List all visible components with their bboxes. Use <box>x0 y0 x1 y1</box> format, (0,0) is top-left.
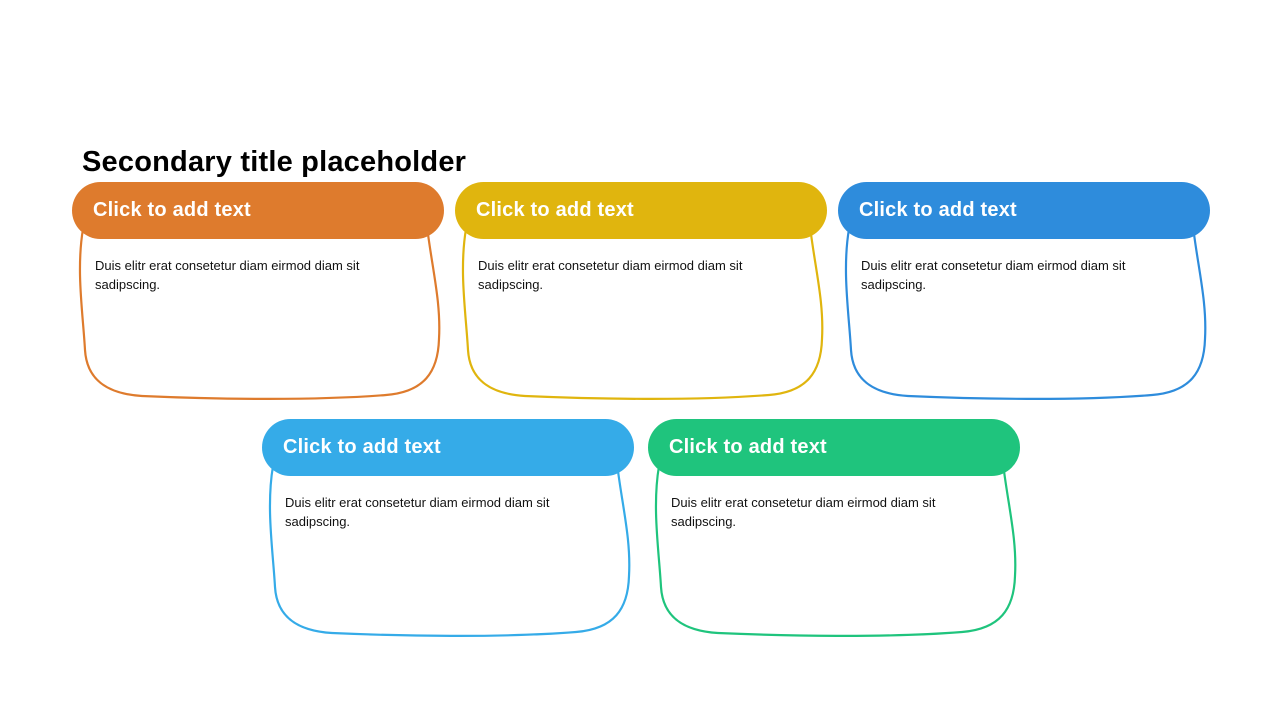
card-4-header-pill[interactable]: Click to add text <box>262 419 634 476</box>
card-5-header-label: Click to add text <box>669 436 827 458</box>
card-4-header-label: Click to add text <box>283 436 441 458</box>
card-5-body-text[interactable]: Duis elitr erat consetetur diam eirmod d… <box>671 495 936 529</box>
card-2-body-text[interactable]: Duis elitr erat consetetur diam eirmod d… <box>478 258 743 292</box>
card-1-header-pill[interactable]: Click to add text <box>72 182 444 239</box>
card-2-header-label: Click to add text <box>476 199 634 221</box>
card-5: Click to add text Duis elitr erat conset… <box>648 419 1020 641</box>
card-4-body-text[interactable]: Duis elitr erat consetetur diam eirmod d… <box>285 495 550 529</box>
card-4: Click to add text Duis elitr erat conset… <box>262 419 634 641</box>
card-1-header-label: Click to add text <box>93 199 251 221</box>
card-3-header-pill[interactable]: Click to add text <box>838 182 1210 239</box>
card-2-header-pill[interactable]: Click to add text <box>455 182 827 239</box>
card-1: Click to add text Duis elitr erat conset… <box>72 182 444 404</box>
card-1-body-text[interactable]: Duis elitr erat consetetur diam eirmod d… <box>95 258 360 292</box>
card-3-header-label: Click to add text <box>859 199 1017 221</box>
card-5-header-pill[interactable]: Click to add text <box>648 419 1020 476</box>
card-2: Click to add text Duis elitr erat conset… <box>455 182 827 404</box>
card-3: Click to add text Duis elitr erat conset… <box>838 182 1210 404</box>
slide-title[interactable]: Secondary title placeholder <box>82 146 467 179</box>
card-3-body-text[interactable]: Duis elitr erat consetetur diam eirmod d… <box>861 258 1126 292</box>
